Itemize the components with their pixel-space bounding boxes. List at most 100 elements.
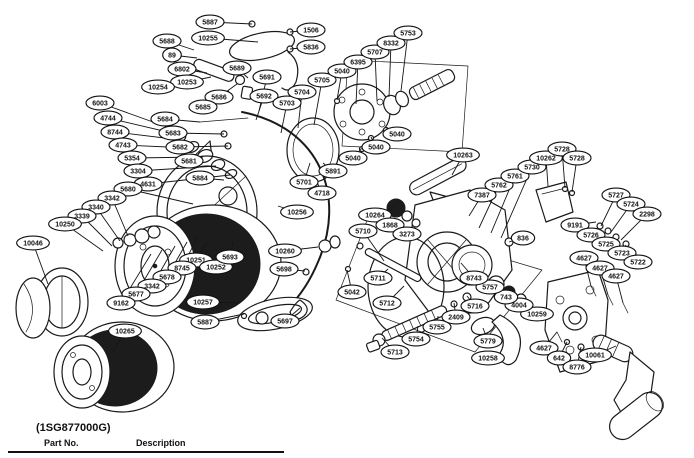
part-number: 5754 (408, 336, 424, 343)
part-callout-bubble (93, 110, 123, 126)
part-callout-bubble (158, 125, 188, 141)
part-callout-bubble (632, 206, 662, 222)
part-callout-bubble (422, 319, 452, 335)
part-callout-bubble (337, 284, 367, 300)
part-callout-bubble (296, 39, 326, 55)
part-callout-bubble (16, 235, 50, 251)
part-number: 10259 (527, 311, 547, 318)
part-number: 5677 (128, 291, 144, 298)
part-number: 5884 (192, 175, 208, 182)
leader-line (400, 32, 409, 92)
part-callout-bubble (473, 333, 503, 349)
part-callout-bubble (578, 347, 612, 363)
part-number: 5697 (277, 318, 293, 325)
part-number: 5684 (157, 116, 173, 123)
part-callout-bubble (616, 196, 646, 212)
part-callout-bubble (500, 168, 530, 184)
part-number: 4631 (140, 181, 156, 188)
part-number: 5755 (429, 324, 445, 331)
leader-line (388, 42, 392, 98)
part-number: 5703 (279, 100, 295, 107)
part-callout-bubble (569, 250, 599, 266)
leader-line (374, 51, 378, 102)
part-callout-bubble (141, 79, 175, 95)
part-number: 5728 (554, 146, 570, 153)
part-callout-bubble (338, 150, 368, 166)
part-number: 5685 (195, 104, 211, 111)
part-no-column-header: Part No. (44, 438, 79, 448)
part-number: 5682 (172, 144, 188, 151)
part-number: 3339 (74, 213, 90, 220)
part-number: 10263 (453, 152, 473, 159)
part-number: 5711 (370, 275, 385, 282)
part-number: 5042 (344, 289, 360, 296)
part-number: 6802 (174, 66, 190, 73)
description-column-header: Description (136, 438, 186, 448)
part-number: 10061 (585, 352, 605, 359)
part-callout-bubble (280, 204, 314, 220)
part-number: 10257 (193, 299, 213, 306)
part-number: 10255 (198, 35, 218, 42)
part-callout-bubble (249, 88, 279, 104)
part-callout-bubble (186, 294, 220, 310)
part-number: 4718 (314, 190, 330, 197)
part-number: 8776 (569, 364, 585, 371)
part-number: 5779 (480, 338, 496, 345)
part-number: 7387 (474, 192, 490, 199)
part-number: 5692 (256, 93, 272, 100)
part-number: 3304 (130, 168, 146, 175)
part-callout-bubble (493, 289, 519, 305)
part-number: 10251 (186, 257, 206, 264)
part-callout-bubble (546, 350, 572, 366)
part-number: 4004 (511, 302, 527, 309)
part-number: 10254 (148, 84, 168, 91)
spare-spool-drawing (53, 321, 175, 413)
part-number: 5836 (303, 44, 319, 51)
part-callout-bubble (191, 30, 225, 46)
part-number: 5040 (368, 144, 384, 151)
part-callout-bubble (268, 243, 302, 259)
part-number: 4627 (576, 255, 592, 262)
part-callout-bubble (471, 350, 505, 366)
part-number: 10046 (23, 240, 43, 247)
part-callout-bubble (467, 187, 497, 203)
part-number: 5683 (165, 130, 181, 137)
part-number: 3342 (144, 283, 160, 290)
part-callout-bubble (601, 268, 631, 284)
part-number: 5040 (389, 131, 405, 138)
part-number: 9191 (567, 222, 583, 229)
part-number: 5887 (202, 19, 218, 26)
part-number: 836 (517, 235, 529, 242)
part-callout-bubble (510, 230, 536, 246)
part-callout-bubble (85, 95, 115, 111)
part-callout-bubble (318, 163, 348, 179)
part-number: 5722 (630, 259, 646, 266)
part-number: 5753 (400, 30, 416, 37)
part-number: 10260 (275, 248, 295, 255)
part-number: 5704 (294, 89, 310, 96)
part-callout-bubble (348, 223, 378, 239)
part-number: 5712 (379, 300, 395, 307)
part-number: 642 (553, 355, 565, 362)
part-number: 10252 (206, 264, 226, 271)
part-callout-bubble (123, 163, 153, 179)
part-number: 10265 (115, 328, 135, 335)
part-number: 5716 (467, 303, 483, 310)
part-number: 5727 (608, 192, 624, 199)
part-callout-bubble (446, 147, 480, 163)
part-number: 3340 (88, 204, 104, 211)
part-callout-bubble (269, 261, 299, 277)
part-callout-bubble (460, 298, 490, 314)
part-callout-bubble (222, 60, 252, 76)
part-callout-bubble (343, 54, 373, 70)
part-callout-bubble (382, 126, 412, 142)
part-callout-bubble (287, 84, 317, 100)
part-number: 10264 (365, 212, 385, 219)
table-divider-rule (8, 451, 284, 453)
part-number: 4627 (536, 345, 552, 352)
part-number: 10250 (55, 221, 75, 228)
part-callout-bubble (108, 323, 142, 339)
